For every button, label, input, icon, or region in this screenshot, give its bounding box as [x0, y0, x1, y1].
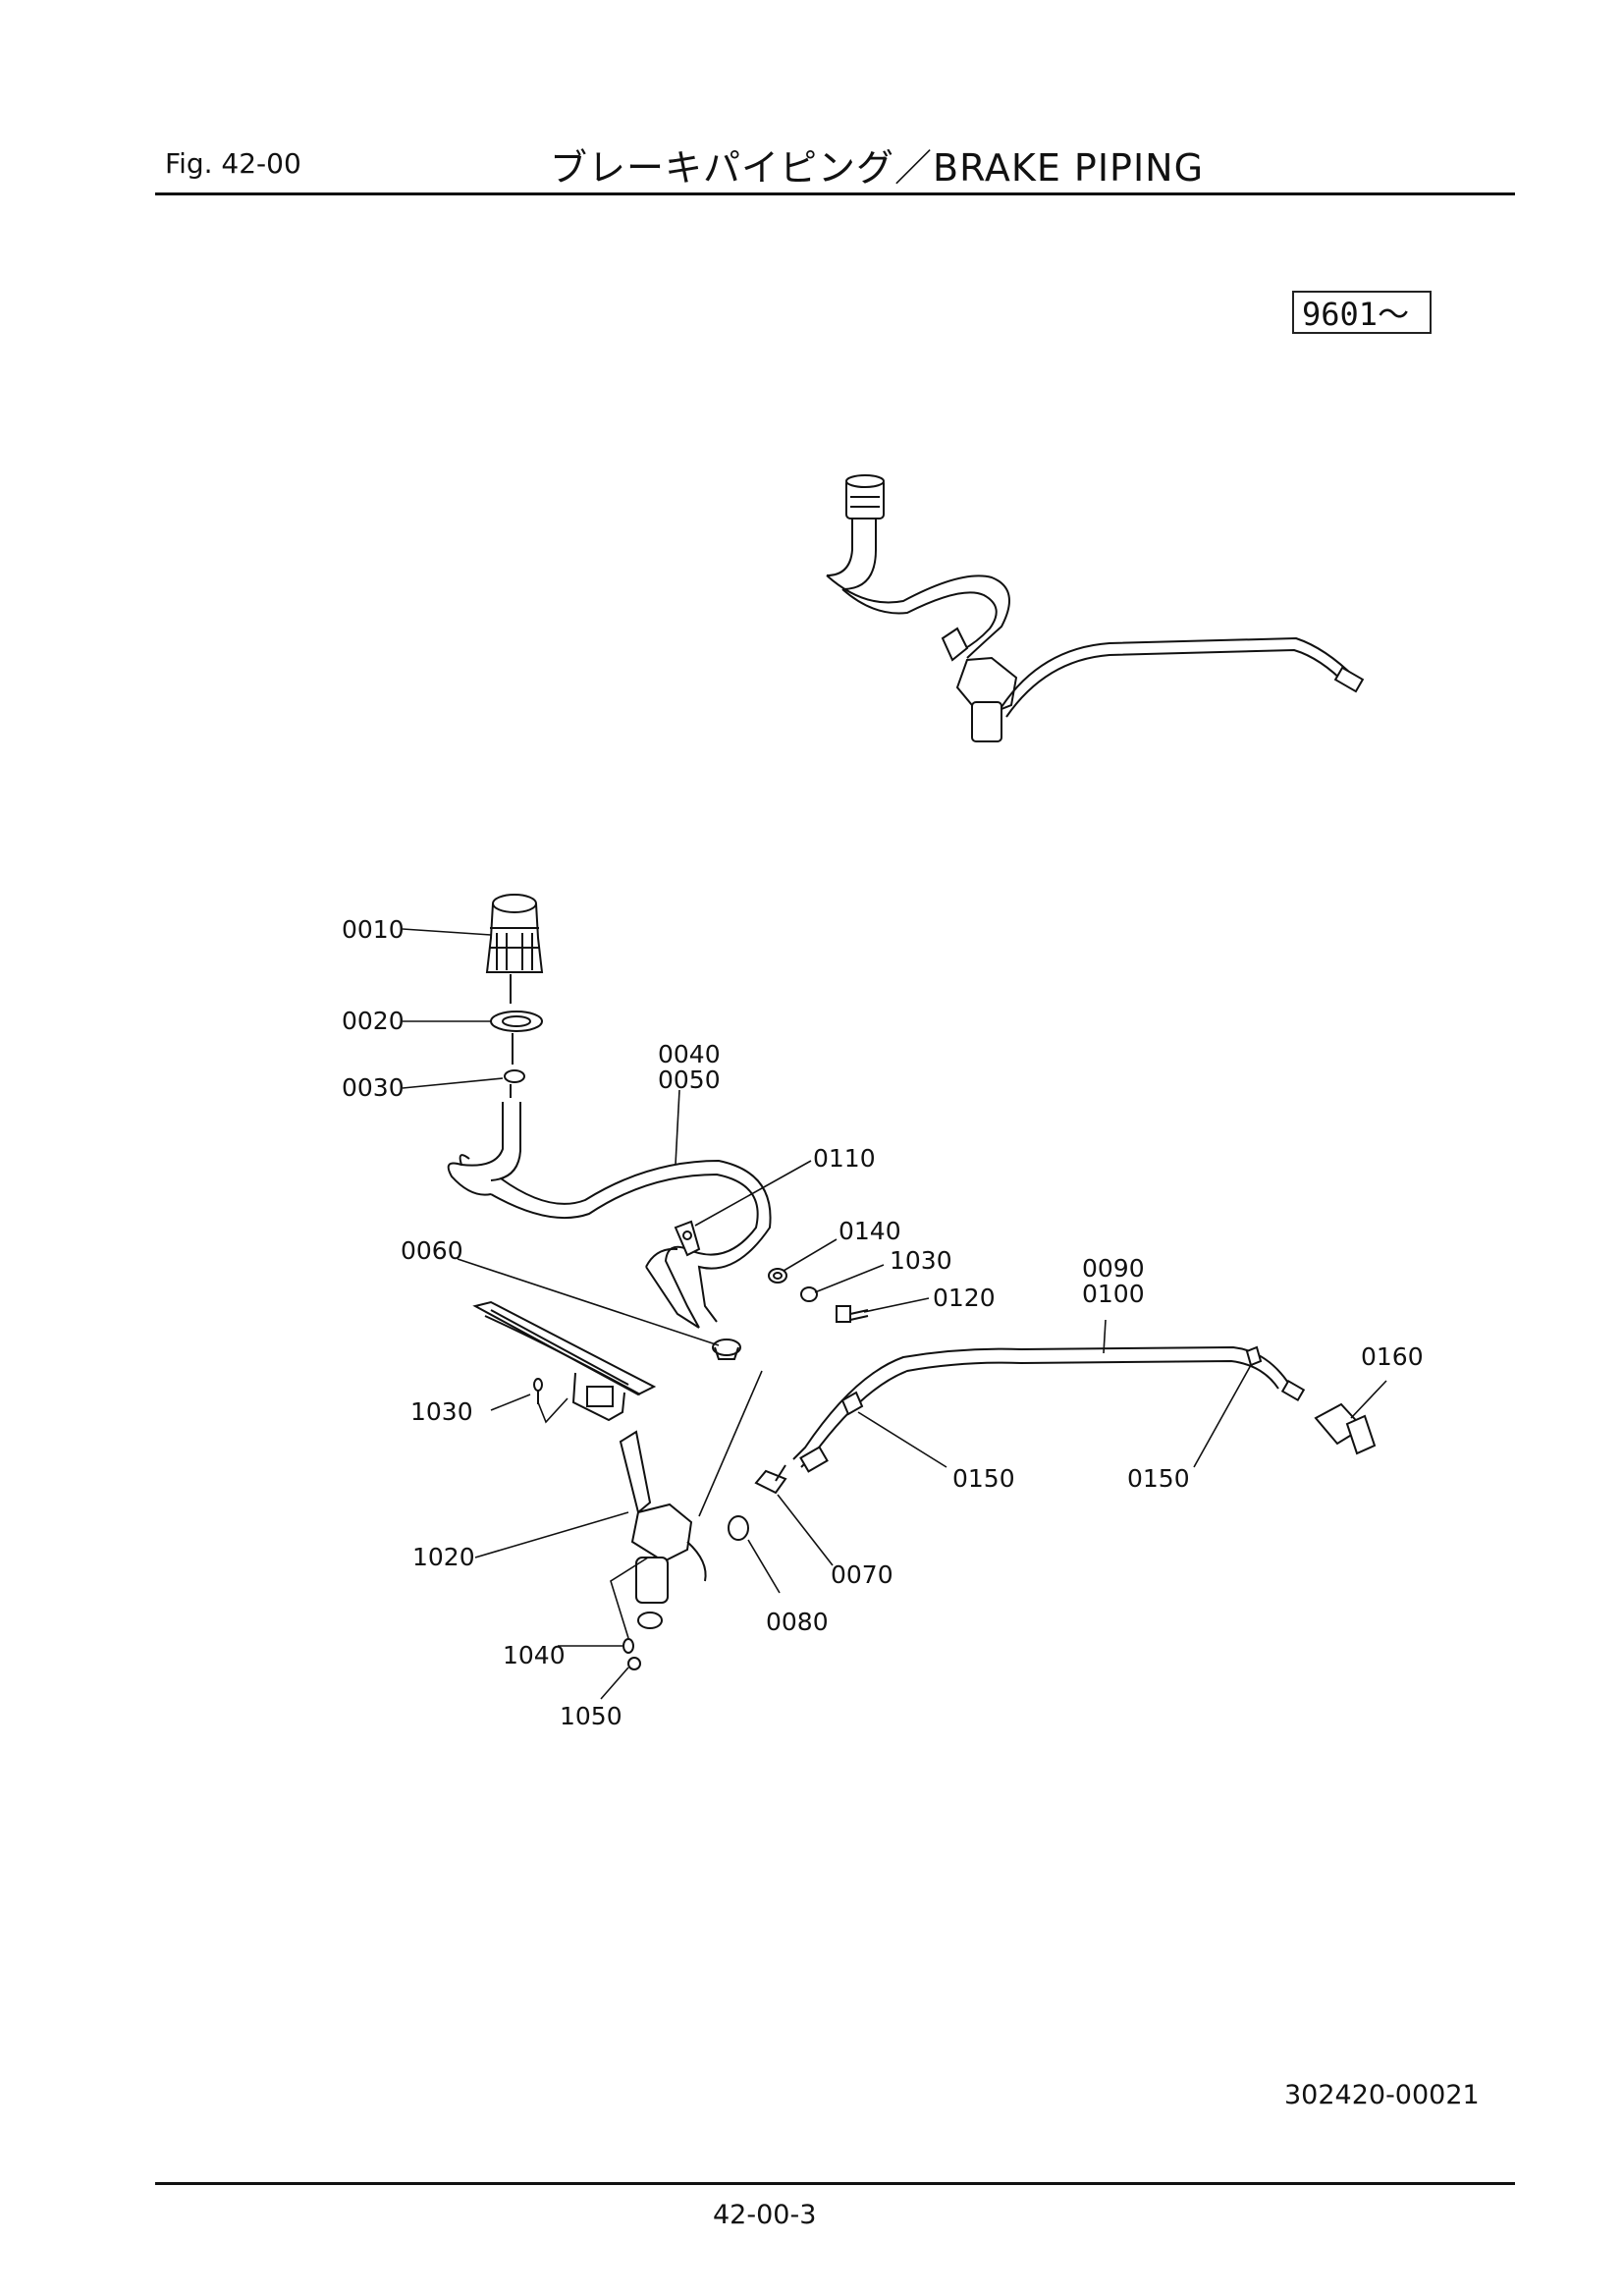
overview-assembly [826, 474, 1365, 742]
document-number: 302420-00021 [1284, 2080, 1480, 2110]
callout-0020: 0020 [342, 1007, 405, 1035]
master-cylinder [619, 1430, 707, 1629]
hose-clip [504, 1069, 525, 1098]
spring-washer [800, 1286, 818, 1302]
pipe-union [1314, 1402, 1377, 1455]
callout-0140: 0140 [839, 1217, 901, 1245]
callout-0120: 0120 [933, 1284, 996, 1312]
footer-rule [155, 2182, 1515, 2185]
callout-0160: 0160 [1361, 1342, 1424, 1371]
callout-0150-right: 0150 [1127, 1464, 1190, 1493]
split-pin [622, 1638, 634, 1654]
reservoir-tank [485, 894, 544, 1004]
o-ring [728, 1515, 749, 1541]
washer [768, 1268, 787, 1284]
callout-0060: 0060 [401, 1236, 463, 1265]
callout-0080: 0080 [766, 1608, 829, 1636]
reservoir-hose [447, 1102, 772, 1329]
callout-1030-lower: 1030 [410, 1397, 473, 1426]
header-rule [155, 192, 1515, 195]
callout-0090: 0090 [1082, 1254, 1145, 1283]
callout-1030-upper: 1030 [890, 1246, 952, 1275]
seal-ring [490, 1011, 543, 1065]
callout-0150-left: 0150 [952, 1464, 1015, 1493]
callout-1020: 1020 [412, 1543, 475, 1571]
callout-0010: 0010 [342, 915, 405, 944]
callout-0030: 0030 [342, 1073, 405, 1102]
page-number: 42-00-3 [713, 2200, 817, 2230]
nut [627, 1657, 641, 1670]
callout-0100: 0100 [1082, 1280, 1145, 1308]
pipe-clip [840, 1345, 1263, 1416]
mounting-bolt [836, 1305, 869, 1323]
callout-0110: 0110 [813, 1144, 876, 1173]
hose-clamp [712, 1339, 741, 1360]
pipe-fitting [754, 1464, 787, 1495]
callout-0050: 0050 [658, 1066, 721, 1094]
callout-1050: 1050 [560, 1702, 622, 1730]
serial-range-badge: 9601～ [1292, 291, 1432, 334]
cotter-pin [533, 1378, 543, 1404]
brake-pipe [792, 1345, 1306, 1473]
page-title: ブレーキパイピング／BRAKE PIPING [550, 146, 1205, 190]
figure-number: Fig. 42-00 [165, 147, 301, 180]
callout-1040: 1040 [503, 1641, 566, 1669]
callout-0040: 0040 [658, 1040, 721, 1068]
callout-0070: 0070 [831, 1560, 893, 1589]
pedal-bracket [472, 1300, 657, 1422]
hose-bracket [674, 1220, 701, 1257]
